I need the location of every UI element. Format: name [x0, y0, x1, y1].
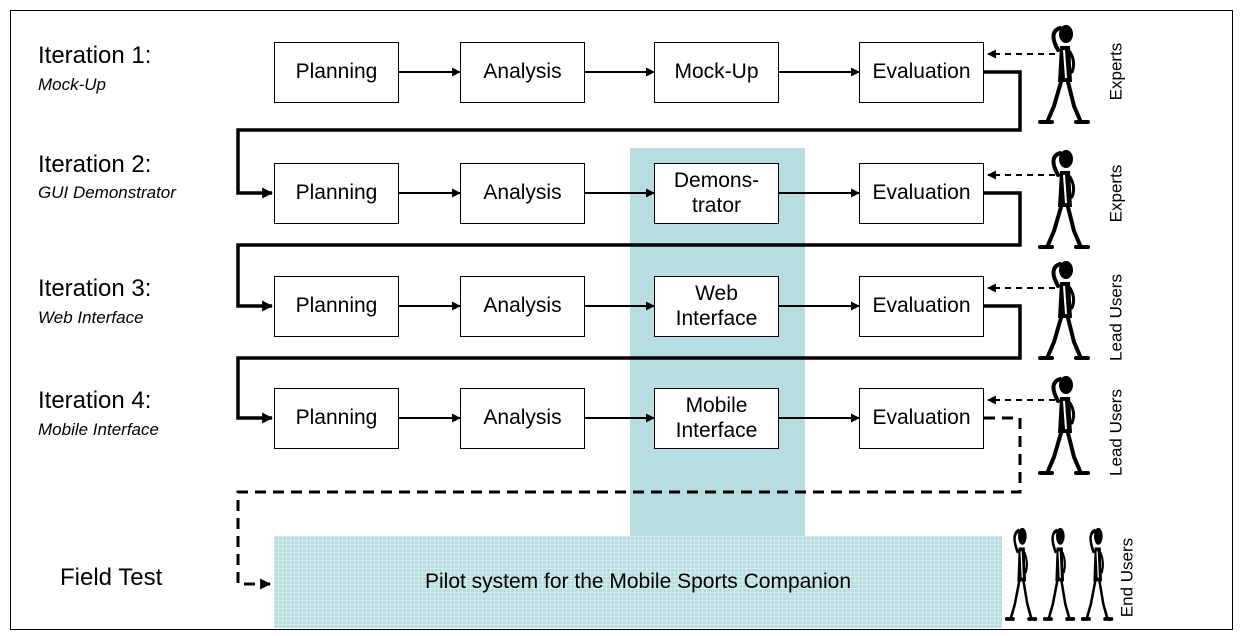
- iteration-2-planning-box: Planning: [274, 163, 399, 224]
- iteration-2-evaluation-box: Evaluation: [859, 163, 984, 224]
- iteration-2-demonstrator-box: Demons- trator: [654, 163, 779, 224]
- reviewer-label-iteration-4: Lead Users: [1106, 389, 1126, 476]
- thinking-person-icon: [1038, 148, 1090, 249]
- iteration-3-subtitle: Web Interface: [38, 308, 144, 327]
- iteration-loop-connector: [236, 191, 1022, 312]
- iteration-4-evaluation-box: Evaluation: [859, 388, 984, 449]
- iteration-1-subtitle: Mock-Up: [38, 75, 107, 94]
- iteration-4-analysis-box: Analysis: [460, 388, 585, 449]
- reviewer-label-iteration-2: Experts: [1106, 164, 1126, 223]
- iteration-3-title: Iteration 3:: [38, 275, 152, 302]
- iteration-1-planning-box: Planning: [274, 42, 399, 103]
- diagram-frame: [10, 10, 1233, 630]
- iteration-4-title: Iteration 4:: [38, 387, 152, 414]
- iteration-2-title: Iteration 2:: [38, 151, 152, 178]
- iteration-4-planning-box: Planning: [274, 388, 399, 449]
- reviewer-label-field-test: End Users: [1117, 537, 1137, 618]
- pilot-system-label: Pilot system for the Mobile Sports Compa…: [424, 570, 852, 593]
- thinking-person-icon: [1038, 374, 1090, 475]
- iteration-4-subtitle: Mobile Interface: [38, 420, 159, 439]
- iteration-2-subtitle: GUI Demonstrator: [38, 183, 176, 202]
- iteration-3-web-interface-box: Web Interface: [654, 276, 779, 337]
- iteration-2-analysis-box: Analysis: [460, 163, 585, 224]
- iteration-loop-connector: [236, 304, 1022, 424]
- thinking-person-icon: [1038, 259, 1090, 360]
- iteration-1-mockup-box: Mock-Up: [654, 42, 779, 103]
- iteration-3-evaluation-box: Evaluation: [859, 276, 984, 337]
- iteration-3-analysis-box: Analysis: [460, 276, 585, 337]
- iteration-loop-connector: [236, 70, 1022, 199]
- iteration-3-planning-box: Planning: [274, 276, 399, 337]
- iteration-4-mobile-interface-box: Mobile Interface: [654, 388, 779, 449]
- iteration-1-analysis-box: Analysis: [460, 42, 585, 103]
- iteration-1-evaluation-box: Evaluation: [859, 42, 984, 103]
- user-group-icon: [1004, 525, 1114, 621]
- reviewer-label-iteration-3: Lead Users: [1106, 274, 1126, 361]
- pilot-system-bar: Pilot system for the Mobile Sports Compa…: [274, 536, 1002, 628]
- field-test-title: Field Test: [60, 564, 163, 591]
- iteration-1-title: Iteration 1:: [38, 42, 152, 69]
- thinking-person-icon: [1038, 23, 1090, 124]
- reviewer-label-iteration-1: Experts: [1106, 42, 1126, 101]
